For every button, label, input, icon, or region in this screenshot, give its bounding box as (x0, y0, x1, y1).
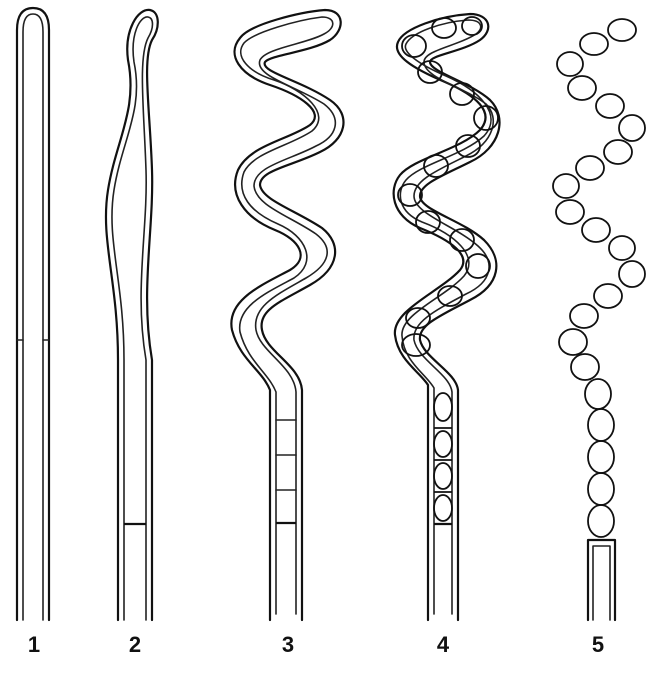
stage-1-filament (17, 8, 49, 620)
stage-3-filament (231, 10, 343, 620)
figure-label-1: 1 (14, 632, 54, 658)
stage-4-filament (394, 14, 500, 620)
figure-label-2: 2 (115, 632, 155, 658)
stage-5-beads (553, 19, 645, 537)
stage-2-filament (106, 10, 158, 620)
stage-5-filament (553, 19, 645, 620)
figure-label-3: 3 (268, 632, 308, 658)
figure-label-5: 5 (578, 632, 618, 658)
figure-label-4: 4 (423, 632, 463, 658)
